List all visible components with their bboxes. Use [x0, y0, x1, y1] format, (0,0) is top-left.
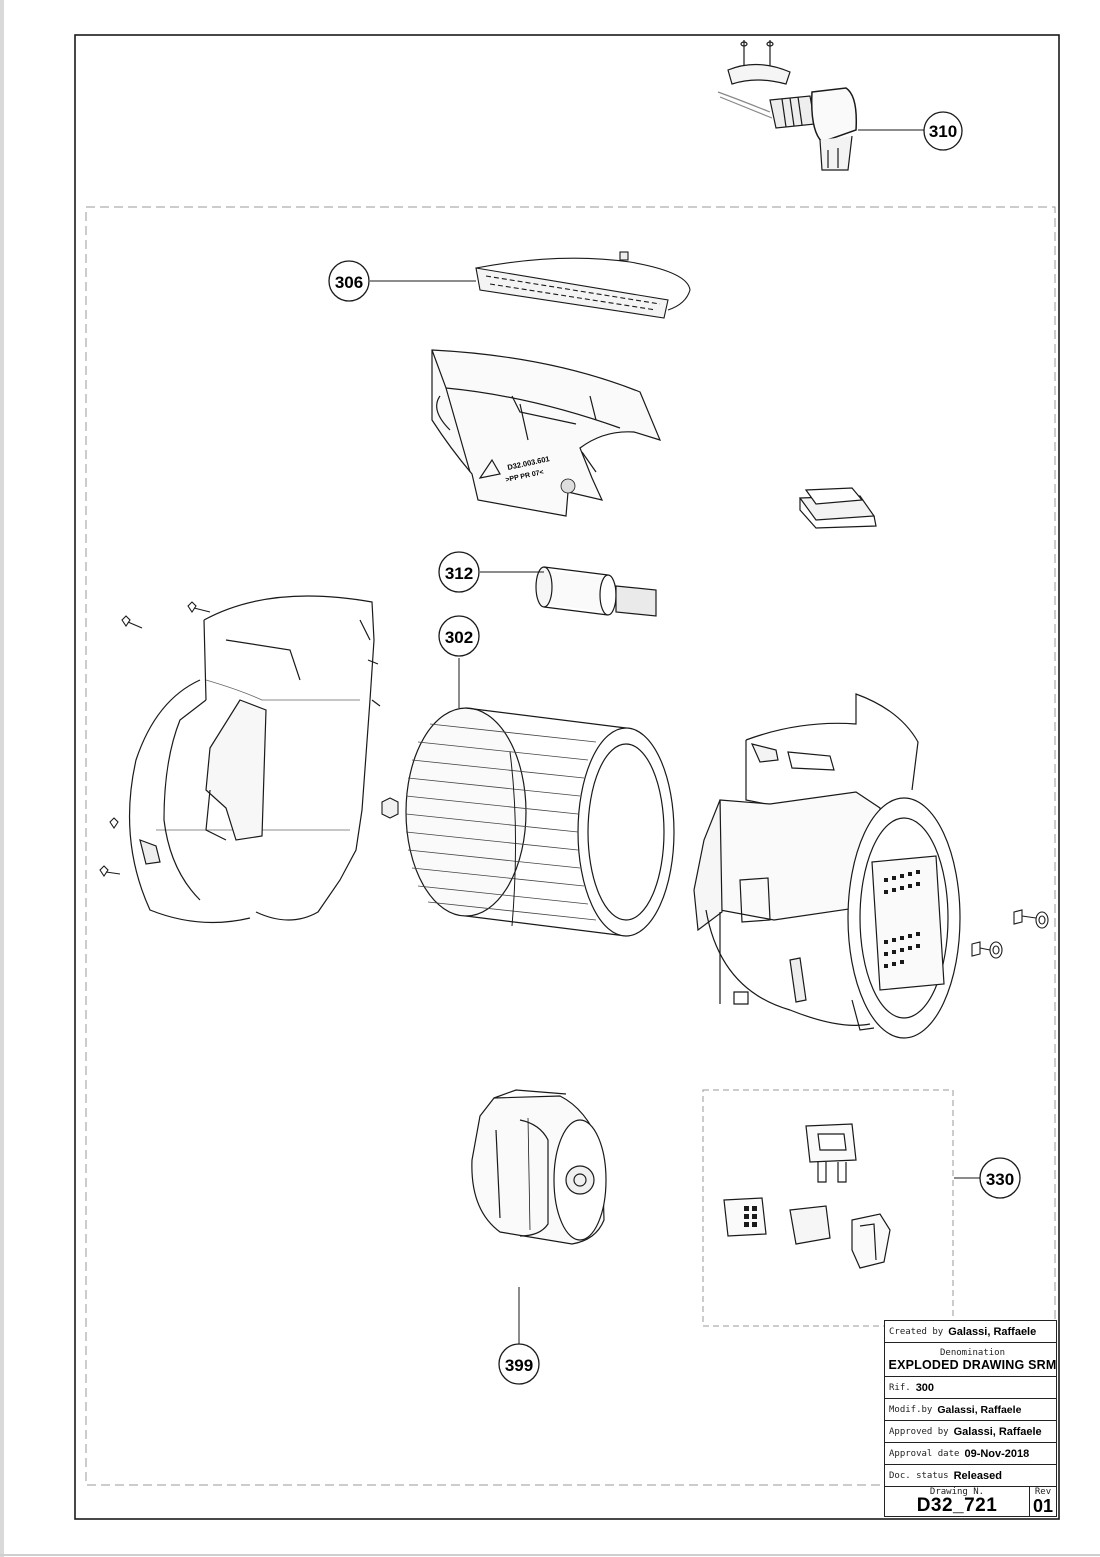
doc-status-row: Doc. status Released — [885, 1465, 1056, 1487]
motor — [471, 1089, 607, 1245]
callout-circle-399 — [498, 1343, 540, 1385]
callout-circle-306 — [328, 260, 370, 302]
revision-cell: Rev 01 — [1030, 1486, 1056, 1516]
connector-kit — [723, 1123, 891, 1269]
created-by-row: Created by Galassi, Raffaele — [885, 1321, 1056, 1343]
title-block: Created by Galassi, Raffaele Denominatio… — [884, 1320, 1057, 1517]
approved-value: Galassi, Raffaele — [953, 1425, 1042, 1438]
rif-row: Rif. 300 — [885, 1377, 1056, 1399]
callout-circle-330 — [979, 1157, 1021, 1199]
left-scroll-housing — [128, 595, 381, 924]
callout-circle-310 — [923, 111, 963, 151]
callout-330: 330 — [986, 1170, 1014, 1189]
created-by-label: Created by — [889, 1326, 944, 1337]
approval-date-row: Approval date 09-Nov-2018 — [885, 1443, 1056, 1465]
denomination-value: EXPLODED DRAWING SRM — [888, 1357, 1056, 1372]
callout-312: 312 — [445, 564, 473, 583]
rectangular-gasket — [798, 487, 877, 529]
denomination-label: Denomination — [939, 1347, 1006, 1358]
approval-date-value: 09-Nov-2018 — [964, 1447, 1030, 1460]
approved-label: Approved by — [889, 1426, 949, 1437]
callout-310: 310 — [929, 122, 957, 141]
denomination-row: Denomination EXPLODED DRAWING SRM — [885, 1343, 1056, 1377]
rif-value: 300 — [915, 1381, 935, 1394]
page-edge — [0, 0, 4, 1557]
screws-right — [971, 909, 1049, 959]
drawing-number-label: Drawing N. — [929, 1487, 985, 1497]
callout-302: 302 — [445, 628, 473, 647]
callout-circle-312 — [438, 551, 480, 593]
callout-circle-302 — [438, 615, 480, 657]
created-by-value: Galassi, Raffaele — [948, 1325, 1037, 1338]
hex-nut — [381, 797, 399, 819]
drawing-number-row: Drawing N. D32_721 Rev 01 — [885, 1486, 1056, 1516]
modif-label: Modif.by — [889, 1404, 933, 1415]
damper-plate — [475, 251, 691, 319]
doc-status-label: Doc. status — [889, 1470, 949, 1481]
doc-status-value: Released — [953, 1469, 1002, 1482]
approval-date-label: Approval date — [889, 1448, 960, 1459]
capacitor — [535, 566, 657, 617]
rif-label: Rif. — [889, 1382, 911, 1393]
revision-label: Rev — [1034, 1487, 1052, 1497]
callout-306: 306 — [335, 273, 363, 292]
right-motor-housing — [693, 693, 961, 1039]
modif-value: Galassi, Raffaele — [937, 1403, 1022, 1416]
impeller-wheel — [405, 707, 675, 937]
modif-row: Modif.by Galassi, Raffaele — [885, 1399, 1056, 1421]
drawing-frame — [74, 34, 1060, 1520]
power-cord-plug — [717, 40, 858, 171]
screws-left — [99, 601, 211, 877]
callout-399: 399 — [505, 1356, 533, 1375]
revision-value: 01 — [1032, 1496, 1054, 1516]
air-outlet-spigot — [431, 349, 662, 517]
approved-row: Approved by Galassi, Raffaele — [885, 1421, 1056, 1443]
drawing-number-cell: Drawing N. D32_721 — [885, 1486, 1030, 1516]
drawing-number-value: D32_721 — [916, 1495, 998, 1516]
